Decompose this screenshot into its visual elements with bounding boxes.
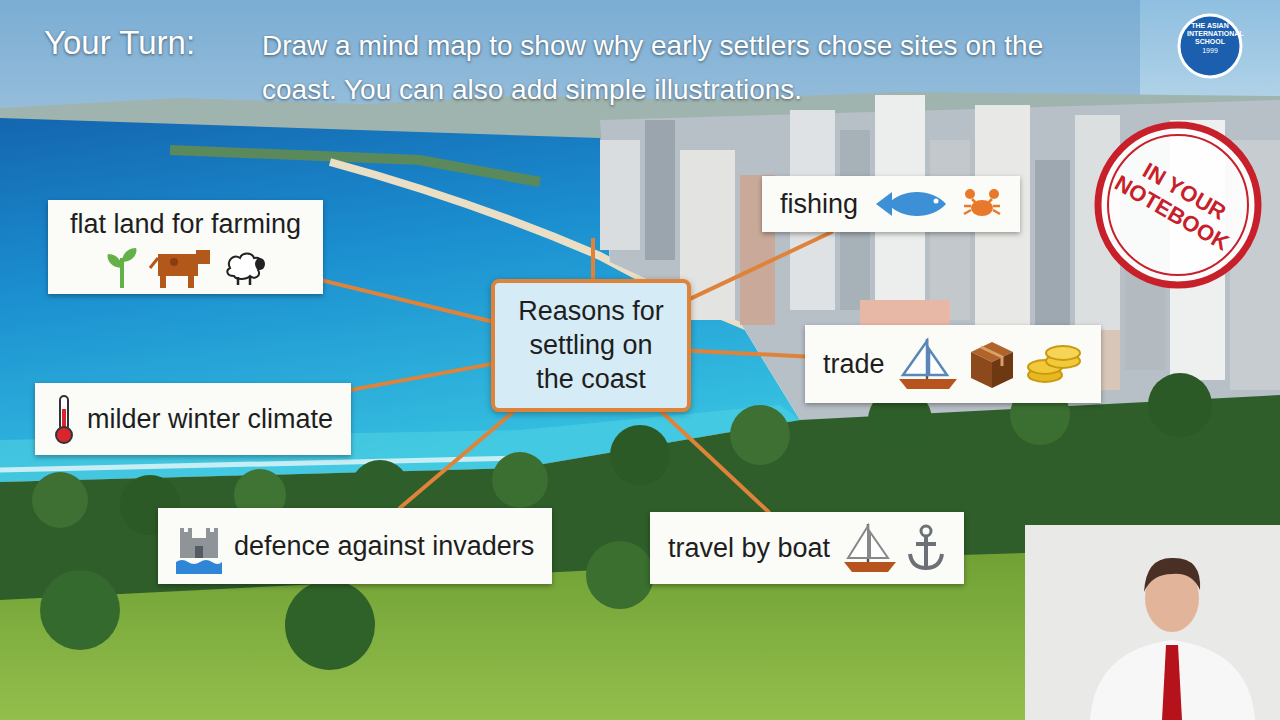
mind-map-spoke [400, 412, 513, 508]
mind-map-spoke [662, 412, 769, 512]
illustration-icons [897, 335, 1083, 393]
park [0, 373, 1280, 720]
central-topic: Reasons for settling on the coast [515, 295, 667, 396]
illustration-icons [176, 518, 222, 574]
branch-card: flat land for farming [48, 200, 323, 294]
illustration-icons [870, 186, 1002, 222]
branch-card: milder winter climate [35, 383, 351, 455]
logo-text: THE ASIAN INTERNATIONAL SCHOOL 1999 [1183, 22, 1237, 55]
branch-card: travel by boat [650, 512, 964, 584]
central-topic-box: Reasons for settling on the coast [491, 279, 691, 412]
illustration-icons [104, 244, 268, 288]
logo [1179, 15, 1241, 77]
branch-label: travel by boat [668, 532, 830, 564]
branch-card: trade [805, 325, 1101, 403]
notebook-stamp [1098, 125, 1258, 285]
school-year: 1999 [1202, 47, 1218, 55]
branch-label: defence against invaders [234, 530, 534, 562]
city [600, 95, 1280, 420]
illustration-icons [53, 393, 75, 445]
slide-title: Your Turn: [44, 24, 195, 62]
mind-map-spoke [691, 351, 805, 357]
instruction-text: Draw a mind map to show why early settle… [262, 24, 1112, 112]
webcam-inset [1025, 525, 1280, 720]
mind-map-spoke [323, 281, 491, 322]
stamp-text: IN YOUR NOTEBOOK [1105, 145, 1252, 259]
illustration-icons [842, 522, 946, 574]
branch-label: fishing [780, 188, 858, 220]
spoke-decoration [591, 238, 595, 282]
mind-map-spoke [691, 232, 832, 298]
branch-label: trade [823, 348, 885, 380]
branch-label: milder winter climate [87, 403, 333, 435]
school-name: THE ASIAN INTERNATIONAL SCHOOL [1187, 22, 1233, 46]
branch-label: flat land for farming [70, 208, 301, 240]
mind-map-spoke [351, 364, 491, 390]
branch-card: defence against invaders [158, 508, 552, 584]
branch-card: fishing [762, 176, 1020, 232]
